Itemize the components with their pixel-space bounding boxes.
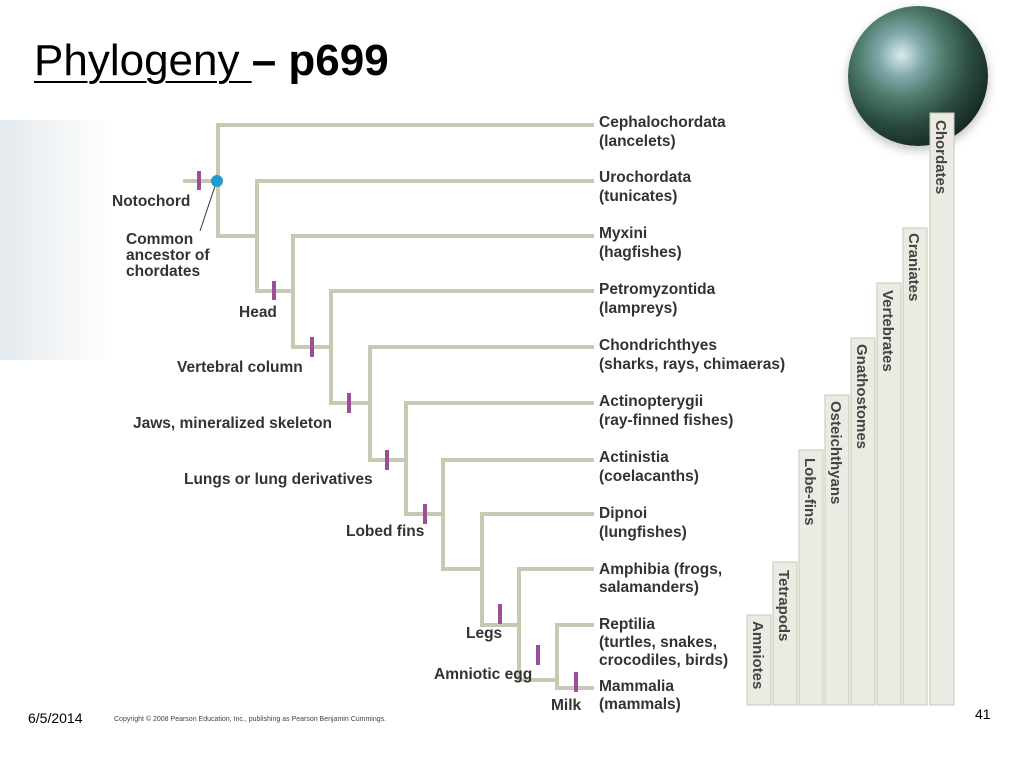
taxon-dipnoi-name: Dipnoi: [599, 505, 647, 522]
taxon-petromyzontida-name: Petromyzontida: [599, 281, 716, 298]
title-page-ref: – p699: [251, 36, 389, 85]
clade-label-gnathostomes: Gnathostomes: [853, 344, 870, 449]
taxon-urochordata-common: (tunicates): [599, 188, 677, 205]
clade-label-amniotes: Amniotes: [749, 621, 766, 689]
clade-label-vertebrates: Vertebrates: [879, 290, 896, 372]
taxon-myxini-common: (hagfishes): [599, 244, 682, 261]
clade-label-craniates: Craniates: [905, 233, 922, 301]
label-common-ancestor-line-2: ancestor of: [126, 247, 210, 264]
label-head: Head: [239, 304, 277, 321]
label-common-ancestor-line-1: Common: [126, 231, 193, 248]
clade-bar-osteichthyans: [824, 394, 850, 706]
taxon-mammalia-name: Mammalia: [599, 678, 674, 695]
clade-bar-vertebrates: [876, 282, 902, 706]
clade-label-tetrapods: Tetrapods: [775, 570, 792, 641]
copyright-notice: Copyright © 2008 Pearson Education, Inc.…: [114, 716, 387, 723]
ancestor-pointer-line: [199, 182, 217, 232]
label-notochord: Notochord: [112, 193, 190, 210]
taxon-urochordata-name: Urochordata: [599, 169, 692, 186]
label-milk: Milk: [551, 697, 582, 714]
taxon-reptilia-common-1: (turtles, snakes,: [599, 634, 717, 651]
taxon-reptilia-common-2: crocodiles, birds): [599, 652, 728, 669]
clade-bar-craniates: [902, 227, 928, 706]
clade-labels: Chordates Craniates Vertebrates Gnathost…: [749, 120, 949, 689]
taxon-petromyzontida-common: (lampreys): [599, 300, 677, 317]
taxon-chondrichthyes-common: (sharks, rays, chimaeras): [599, 356, 785, 373]
common-ancestor-dot: [211, 175, 223, 187]
clade-label-lobe-fins: Lobe-fins: [801, 458, 818, 526]
label-legs: Legs: [466, 625, 502, 642]
slide-number: 41: [975, 706, 991, 722]
slide-title: Phylogeny – p699: [34, 36, 389, 86]
label-jaws: Jaws, mineralized skeleton: [133, 415, 332, 432]
taxon-actinistia-common: (coelacanths): [599, 468, 699, 485]
tree-branches: [183, 123, 594, 690]
taxon-chondrichthyes-name: Chondrichthyes: [599, 337, 717, 354]
taxon-reptilia-name: Reptilia: [599, 616, 655, 633]
globe-image: [848, 6, 988, 146]
taxon-amphibia-common: salamanders): [599, 579, 699, 596]
character-labels: Notochord Common ancestor of chordates H…: [112, 193, 582, 714]
label-lobed-fins: Lobed fins: [346, 523, 424, 540]
clade-bars: [746, 112, 955, 706]
taxon-mammalia-common: (mammals): [599, 696, 681, 713]
taxon-actinopterygii-name: Actinopterygii: [599, 393, 703, 410]
taxa-labels: Cephalochordata (lancelets) Urochordata …: [599, 114, 785, 713]
taxon-actinopterygii-common: (ray-finned fishes): [599, 412, 733, 429]
title-phylogeny: Phylogeny: [34, 36, 252, 85]
label-vertebral-column: Vertebral column: [177, 359, 303, 376]
background-fade: [0, 120, 115, 360]
clade-bar-tetrapods: [772, 561, 798, 706]
slide-date: 6/5/2014: [28, 710, 83, 726]
label-amniotic-egg: Amniotic egg: [434, 666, 532, 683]
label-lungs: Lungs or lung derivatives: [184, 471, 373, 488]
clade-label-osteichthyans: Osteichthyans: [827, 401, 844, 504]
clade-bar-gnathostomes: [850, 337, 876, 706]
clade-bar-amniotes: [746, 614, 772, 706]
taxon-actinistia-name: Actinistia: [599, 449, 669, 466]
clade-bar-lobe-fins: [798, 449, 824, 706]
taxon-cephalochordata-common: (lancelets): [599, 133, 676, 150]
clade-bar-chordates: [929, 112, 955, 706]
taxon-amphibia-name: Amphibia (frogs,: [599, 561, 722, 578]
clade-label-chordates: Chordates: [932, 120, 949, 194]
label-common-ancestor-line-3: chordates: [126, 263, 200, 280]
taxon-myxini-name: Myxini: [599, 225, 647, 242]
character-markers: [197, 171, 578, 692]
taxon-cephalochordata-name: Cephalochordata: [599, 114, 726, 131]
taxon-dipnoi-common: (lungfishes): [599, 524, 687, 541]
